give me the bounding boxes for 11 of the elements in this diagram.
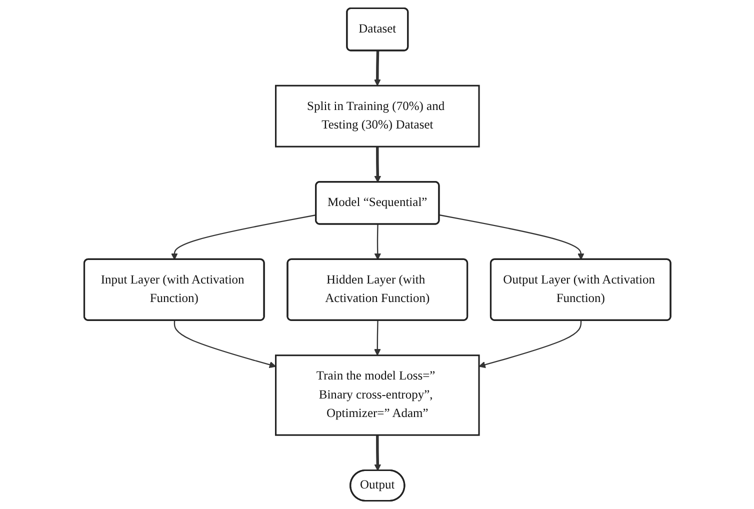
arrow [478, 320, 582, 368]
arrow [374, 435, 381, 471]
arrow [173, 320, 276, 368]
arrow [374, 146, 381, 182]
node-box: Split in Training (70%) and Testing (30%) Dataset [274, 84, 480, 148]
arrow [374, 224, 381, 260]
arrow [374, 50, 380, 86]
arrow [170, 214, 316, 260]
arrow [374, 320, 380, 356]
arrow [438, 214, 584, 260]
node-box: Train the model Loss=” Binary cross-entropy”, Optimizer=” Adam” [274, 354, 480, 436]
